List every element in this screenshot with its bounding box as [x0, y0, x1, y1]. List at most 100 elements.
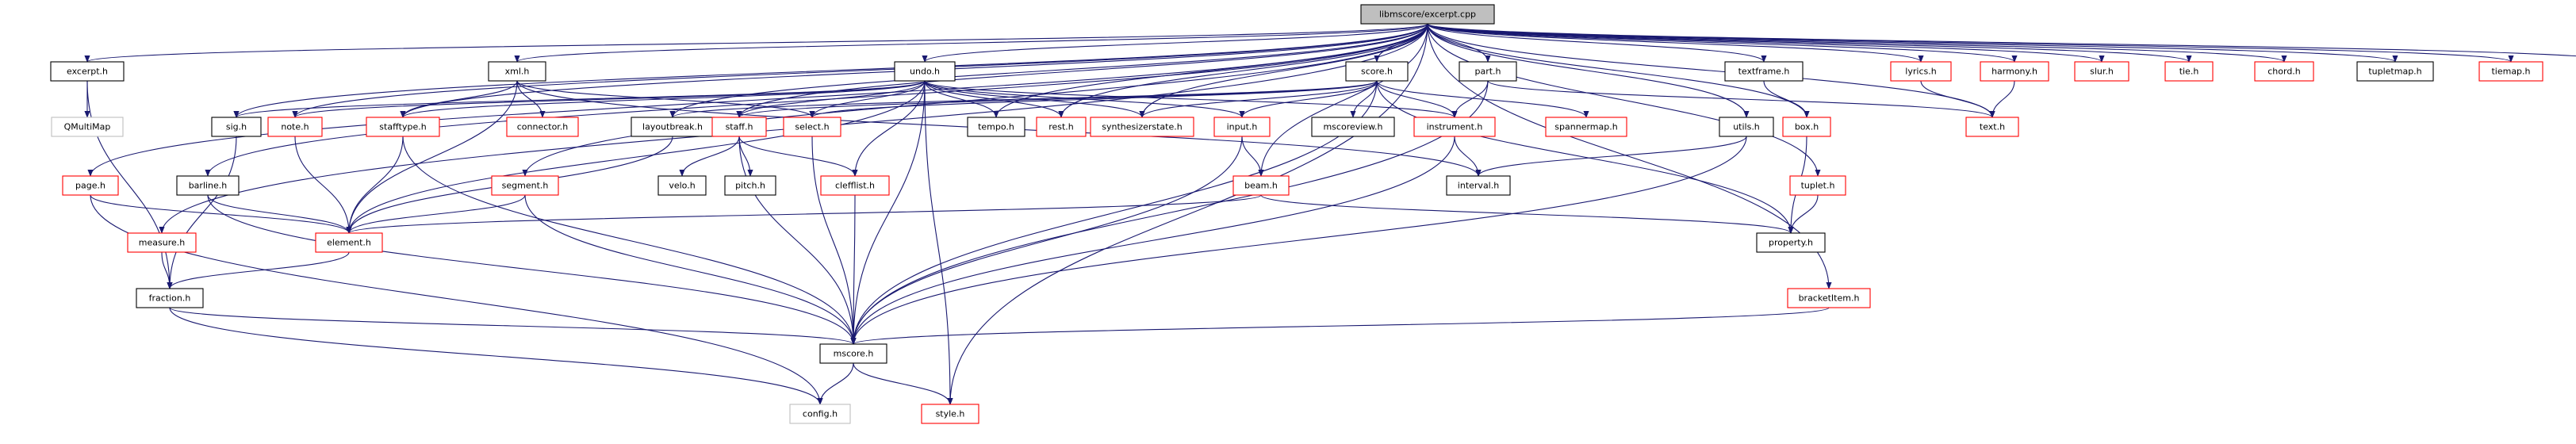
edge-barline_h-to-mscore_h [207, 194, 857, 345]
node-layoutbreak-h[interactable]: layoutbreak.h [631, 117, 715, 137]
node-tie-h[interactable]: tie.h [2164, 61, 2214, 82]
node-input-h[interactable]: input.h [1213, 117, 1271, 137]
node-box [1446, 175, 1511, 196]
node-measure-h[interactable]: measure.h [127, 232, 197, 253]
node-label: score.h [1361, 67, 1393, 77]
node-label: connector.h [517, 122, 569, 132]
node-slur-h[interactable]: slur.h [2074, 61, 2129, 82]
node-element-h[interactable]: element.h [315, 232, 383, 253]
edge-undo_h-to-element_h [346, 80, 926, 234]
node-fraction-h[interactable]: fraction.h [136, 288, 204, 308]
node-bracketitem-h[interactable]: bracketItem.h [1787, 288, 1871, 308]
node-excerpt-h[interactable]: excerpt.h [50, 61, 125, 82]
node-box [2074, 61, 2129, 82]
node-box [2356, 61, 2434, 82]
node-utils-h[interactable]: utils.h [1719, 117, 1774, 137]
node-label: textframe.h [1738, 67, 1790, 77]
edge-score_h-to-mscoreview_h [1350, 80, 1378, 118]
node-interval-h[interactable]: interval.h [1446, 175, 1511, 196]
node-label: element.h [327, 238, 371, 248]
node-box [1232, 175, 1290, 196]
node-mscore-h[interactable]: mscore.h [819, 343, 887, 364]
node-synth-h[interactable]: synthesizerstate.h [1090, 117, 1194, 137]
edge-root-to-page_h [87, 23, 1428, 177]
node-box [2164, 61, 2214, 82]
node-box [176, 175, 240, 196]
node-style-h[interactable]: style.h [921, 404, 979, 424]
edge-root-to-synth_h [1139, 23, 1428, 118]
node-box [491, 175, 559, 196]
node-box [1036, 117, 1087, 137]
node-label: part.h [1474, 67, 1501, 77]
node-box [1787, 288, 1871, 308]
node-label: QMultiMap [64, 122, 111, 132]
node-pitch-h[interactable]: pitch.h [724, 175, 776, 196]
node-box [506, 117, 579, 137]
node-box [1545, 117, 1627, 137]
node-label: tiemap.h [2491, 67, 2530, 77]
node-undo-h[interactable]: undo.h [894, 61, 956, 82]
edge-root-to-staff_h [736, 23, 1428, 118]
node-box [2478, 61, 2543, 82]
node-page-h[interactable]: page.h [62, 175, 119, 196]
node-sig-h[interactable]: sig.h [211, 117, 262, 137]
node-clefflist-h[interactable]: clefflist.h [820, 175, 890, 196]
node-beam-h[interactable]: beam.h [1232, 175, 1290, 196]
edge-root-to-sig_h [233, 23, 1428, 118]
node-mscoreview-h[interactable]: mscoreview.h [1311, 117, 1395, 137]
node-velo-h[interactable]: velo.h [657, 175, 707, 196]
node-label: tuplet.h [1801, 181, 1835, 191]
edge-root-to-slur_h [1427, 23, 2105, 63]
node-label: segment.h [502, 181, 549, 191]
node-xml-h[interactable]: xml.h [488, 61, 546, 82]
node-tiemap-h[interactable]: tiemap.h [2478, 61, 2543, 82]
edge-utils_h-to-mscore_h [850, 136, 1747, 345]
node-box [2254, 61, 2314, 82]
node-property-h[interactable]: property.h [1756, 232, 1826, 253]
node-label: note.h [281, 122, 309, 132]
edge-xml_h-to-connector_h [516, 80, 546, 118]
node-textframe-h[interactable]: textframe.h [1724, 61, 1804, 82]
node-root[interactable]: libmscore/excerpt.cpp [1360, 4, 1495, 25]
node-spannermap-h[interactable]: spannermap.h [1545, 117, 1627, 137]
node-label: input.h [1227, 122, 1258, 132]
node-rest-h[interactable]: rest.h [1036, 117, 1087, 137]
node-box [894, 61, 956, 82]
edge-score_h-to-instrument_h [1376, 80, 1458, 118]
node-chord-h[interactable]: chord.h [2254, 61, 2314, 82]
node-staff-h[interactable]: staff.h [711, 117, 767, 137]
node-text-h[interactable]: text.h [1965, 117, 2019, 137]
node-harmony-h[interactable]: harmony.h [1980, 61, 2049, 82]
node-config-h: config.h [789, 404, 851, 424]
edge-beam_h-to-property_h [1260, 194, 1794, 234]
node-label: tempo.h [978, 122, 1014, 132]
node-label: velo.h [669, 181, 695, 191]
edge-root-to-tie_h [1427, 23, 2192, 63]
node-box [1965, 117, 2019, 137]
node-segment-h[interactable]: segment.h [491, 175, 559, 196]
edge-undo_h-to-tempo_h [924, 80, 999, 118]
node-connector-h[interactable]: connector.h [506, 117, 579, 137]
node-box [1360, 4, 1495, 25]
node-note-h[interactable]: note.h [267, 117, 323, 137]
node-label: barline.h [189, 181, 228, 191]
node-box [819, 343, 887, 364]
node-score-h[interactable]: score.h [1345, 61, 1409, 82]
edge-instrument_h-to-mscore_h [850, 136, 1455, 345]
node-instrument-h[interactable]: instrument.h [1413, 117, 1496, 137]
node-tupletmap-h[interactable]: tupletmap.h [2356, 61, 2434, 82]
node-lyrics-h[interactable]: lyrics.h [1890, 61, 1952, 82]
node-select-h[interactable]: select.h [783, 117, 841, 137]
edge-mscore_h-to-style_h [853, 362, 953, 405]
edge-element_h-to-fraction_h [167, 251, 350, 289]
node-barline-h[interactable]: barline.h [176, 175, 240, 196]
node-box-h[interactable]: box.h [1782, 117, 1831, 137]
node-tempo-h[interactable]: tempo.h [967, 117, 1025, 137]
node-stafftype-h[interactable]: stafftype.h [366, 117, 440, 137]
node-part-h[interactable]: part.h [1459, 61, 1517, 82]
node-box [1890, 61, 1952, 82]
node-label: chord.h [2267, 67, 2301, 77]
node-label: sig.h [226, 122, 247, 132]
node-tuplet-h[interactable]: tuplet.h [1789, 175, 1846, 196]
